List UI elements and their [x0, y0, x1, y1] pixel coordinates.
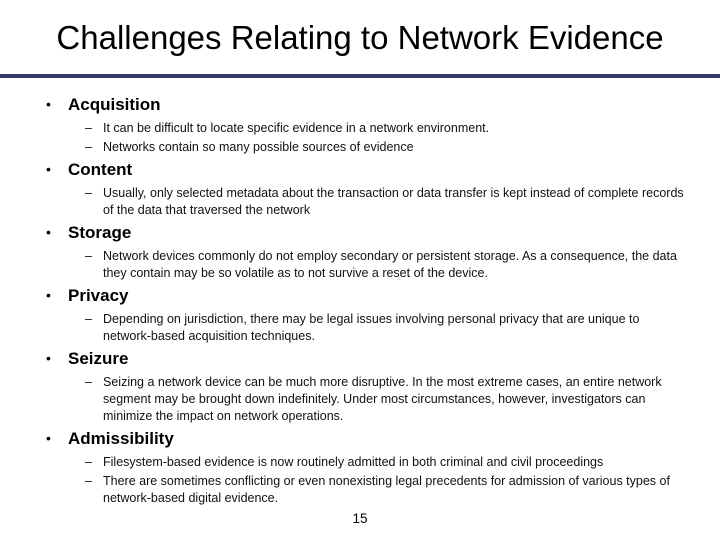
section-heading-row: • Storage: [0, 223, 720, 242]
page-number: 15: [352, 511, 368, 526]
sub-bullet-text: Usually, only selected metadata about th…: [103, 186, 684, 217]
sub-bullet-list: – Filesystem-based evidence is now routi…: [0, 454, 720, 507]
sub-bullet-list: – Seizing a network device can be much m…: [0, 374, 720, 425]
sub-bullet-text: Depending on jurisdiction, there may be …: [103, 312, 640, 343]
sub-bullet-item: – Depending on jurisdiction, there may b…: [85, 311, 720, 345]
bullet-section: • Content – Usually, only selected metad…: [0, 160, 720, 219]
bullet-icon: •: [46, 224, 51, 240]
sub-bullet-text: Filesystem-based evidence is now routine…: [103, 455, 604, 469]
bullet-icon: •: [46, 161, 51, 177]
bullet-icon: •: [46, 430, 51, 446]
section-heading-row: • Seizure: [0, 349, 720, 368]
dash-icon: –: [85, 249, 92, 263]
bullet-icon: •: [46, 287, 51, 303]
sub-bullet-list: – Network devices commonly do not employ…: [0, 248, 720, 282]
section-heading: Storage: [68, 223, 132, 242]
bullet-section: • Privacy – Depending on jurisdiction, t…: [0, 286, 720, 345]
bullet-icon: •: [46, 350, 51, 366]
sub-bullet-item: – It can be difficult to locate specific…: [85, 120, 720, 137]
section-heading: Content: [68, 160, 133, 179]
bullet-section: • Seizure – Seizing a network device can…: [0, 349, 720, 425]
section-heading-row: • Privacy: [0, 286, 720, 305]
bullet-section: • Acquisition – It can be difficult to l…: [0, 95, 720, 156]
dash-icon: –: [85, 140, 92, 154]
dash-icon: –: [85, 121, 92, 135]
sub-bullet-item: – Network devices commonly do not employ…: [85, 248, 720, 282]
dash-icon: –: [85, 186, 92, 200]
slide-body: • Acquisition – It can be difficult to l…: [0, 95, 720, 507]
sub-bullet-list: – It can be difficult to locate specific…: [0, 120, 720, 156]
bullet-section: • Admissibility – Filesystem-based evide…: [0, 429, 720, 507]
sub-bullet-text: Networks contain so many possible source…: [103, 140, 414, 154]
dash-icon: –: [85, 375, 92, 389]
section-heading-row: • Acquisition: [0, 95, 720, 114]
sub-bullet-text: There are sometimes conflicting or even …: [103, 474, 670, 505]
section-heading-row: • Content: [0, 160, 720, 179]
sub-bullet-item: – Networks contain so many possible sour…: [85, 139, 720, 156]
page-title: Challenges Relating to Network Evidence: [56, 19, 664, 56]
dash-icon: –: [85, 455, 92, 469]
section-heading: Privacy: [68, 286, 129, 305]
section-heading: Seizure: [68, 349, 129, 368]
section-heading: Acquisition: [68, 95, 161, 114]
sub-bullet-item: – Usually, only selected metadata about …: [85, 185, 720, 219]
dash-icon: –: [85, 312, 92, 326]
sub-bullet-text: It can be difficult to locate specific e…: [103, 121, 490, 135]
sub-bullet-item: – There are sometimes conflicting or eve…: [85, 473, 720, 507]
section-heading-row: • Admissibility: [0, 429, 720, 448]
sub-bullet-item: – Seizing a network device can be much m…: [85, 374, 720, 425]
title-divider: [0, 74, 720, 78]
sub-bullet-item: – Filesystem-based evidence is now routi…: [85, 454, 720, 471]
bullet-icon: •: [46, 96, 51, 112]
dash-icon: –: [85, 474, 92, 488]
sub-bullet-text: Seizing a network device can be much mor…: [103, 375, 662, 423]
bullet-section: • Storage – Network devices commonly do …: [0, 223, 720, 282]
sub-bullet-list: – Usually, only selected metadata about …: [0, 185, 720, 219]
section-heading: Admissibility: [68, 429, 174, 448]
sub-bullet-list: – Depending on jurisdiction, there may b…: [0, 311, 720, 345]
sub-bullet-text: Network devices commonly do not employ s…: [103, 249, 677, 280]
